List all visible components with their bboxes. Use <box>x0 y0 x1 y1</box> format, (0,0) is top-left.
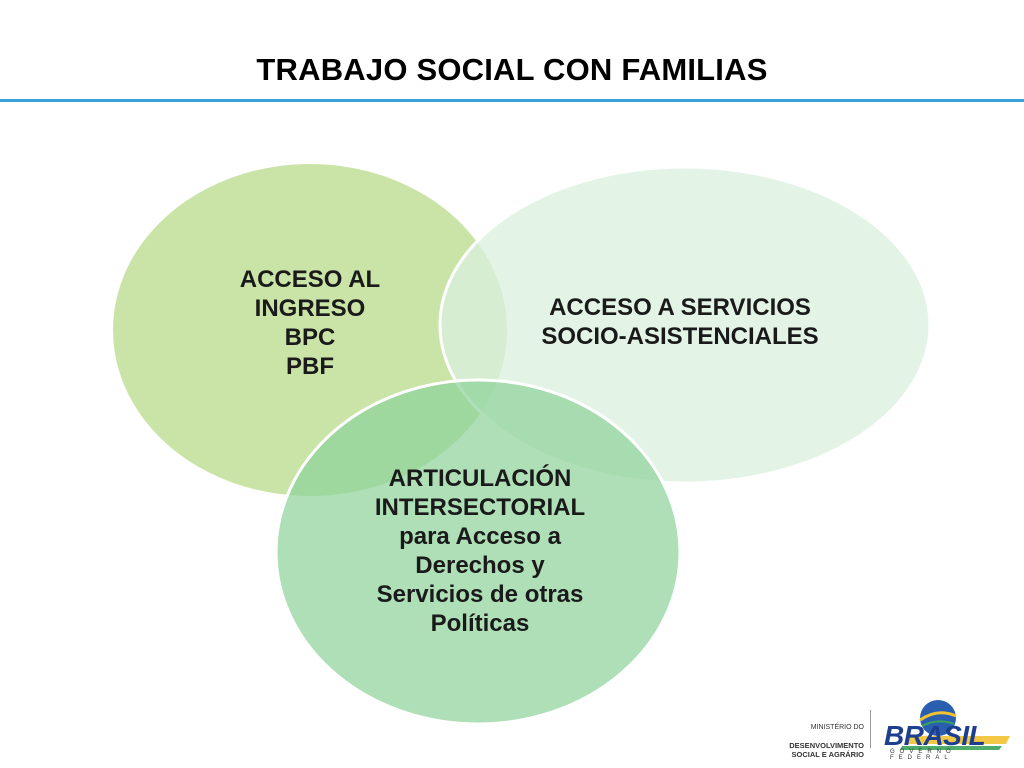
circle-intersectoral-label: ARTICULACIÓN INTERSECTORIAL para Acceso … <box>374 465 586 637</box>
circle-intersectoral <box>274 378 682 726</box>
government-caption: GOVERNO FEDERAL <box>890 749 956 761</box>
circle-income-label: ACCESO AL INGRESO BPC PBF <box>239 266 381 380</box>
title-underline <box>0 99 1024 102</box>
ministry-line1: MINISTÉRIO DO <box>810 724 864 731</box>
brasil-mark: BRASIL GOVERNO FEDERAL <box>878 696 1018 761</box>
ministry-name: MINISTÉRIO DO DESENVOLVIMENTO SOCIAL E A… <box>788 714 864 768</box>
logo-divider <box>870 710 871 748</box>
government-logo: MINISTÉRIO DO DESENVOLVIMENTO SOCIAL E A… <box>788 696 1018 761</box>
globe-icon <box>900 700 1010 750</box>
slide-title: TRABAJO SOCIAL CON FAMILIAS <box>256 52 768 87</box>
brasil-wordmark: BRASIL <box>884 720 986 751</box>
circle-services-label: ACCESO A SERVICIOS SOCIO-ASISTENCIALES <box>541 294 819 350</box>
ministry-line2: DESENVOLVIMENTO SOCIAL E AGRÁRIO <box>789 741 864 759</box>
